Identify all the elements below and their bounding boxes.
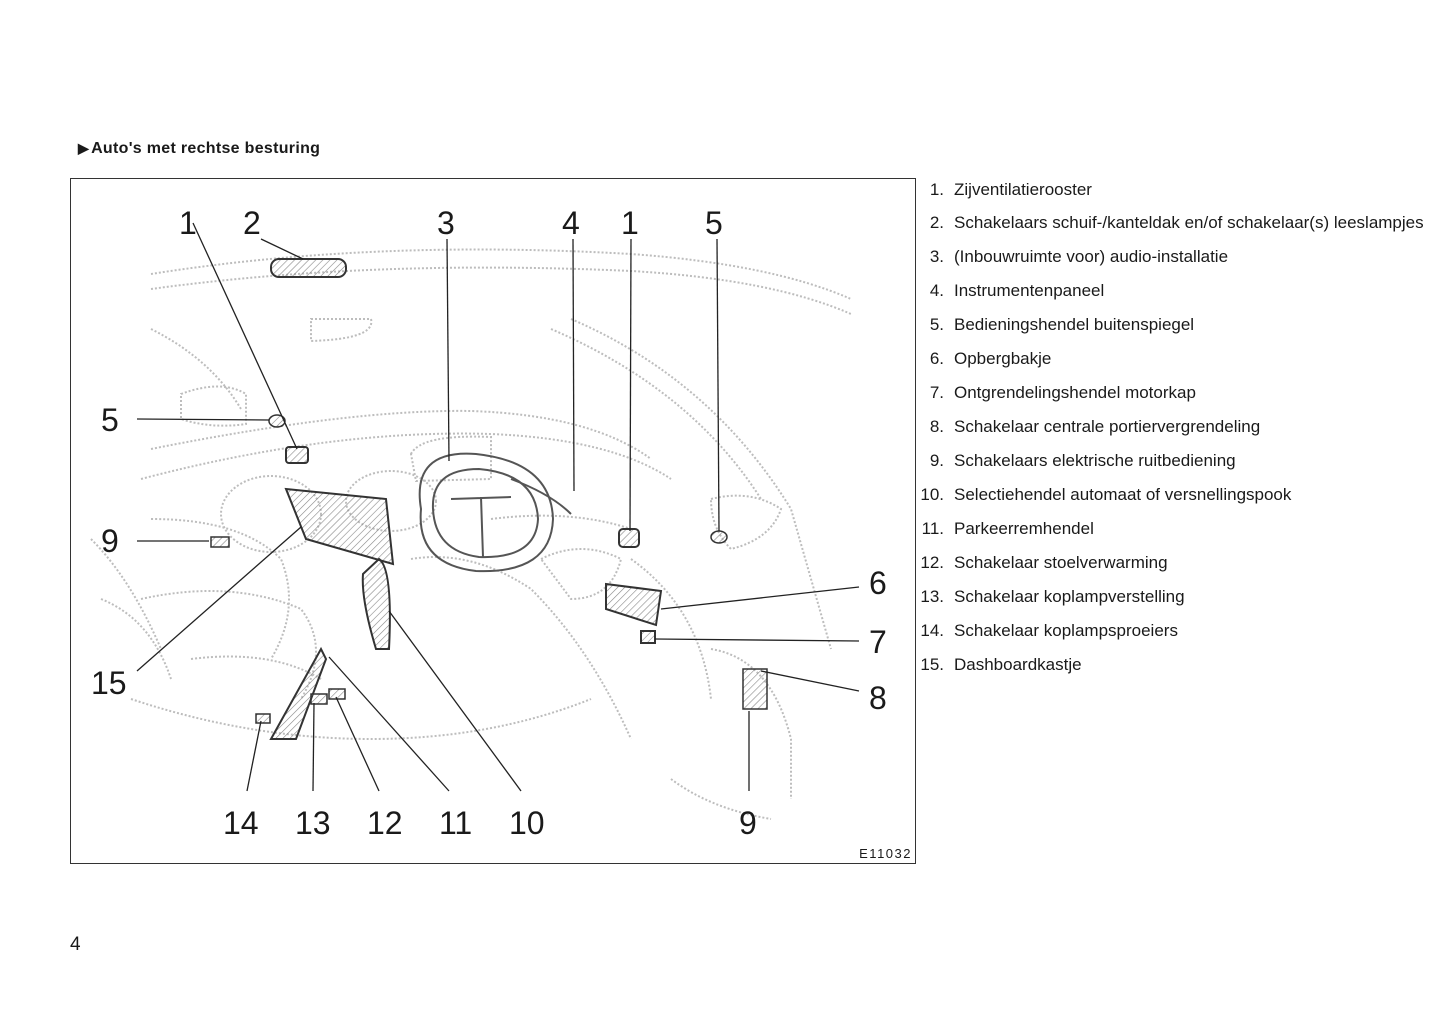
legend-number: 14. — [920, 621, 944, 640]
callout-label: 6 — [869, 565, 887, 601]
legend-number: 15. — [920, 655, 944, 674]
legend-text: Parkeerremhendel — [954, 519, 1094, 538]
callout-label: 7 — [869, 624, 887, 660]
legend-text: Schakelaar centrale portiervergrendeling — [954, 417, 1261, 436]
legend-item: 13. Schakelaar koplampverstelling — [916, 586, 1436, 607]
callout-label: 13 — [295, 805, 331, 841]
callout-label: 2 — [243, 205, 261, 241]
legend-number: 7. — [929, 383, 944, 402]
legend-text: Instrumentenpaneel — [954, 281, 1105, 300]
legend-number: 10. — [920, 485, 944, 504]
callout-label: 8 — [869, 680, 887, 716]
legend-item: 5. Bedieningshendel buitenspiegel — [916, 314, 1436, 335]
legend-text: Bedieningshendel buitenspiegel — [954, 315, 1195, 334]
legend-item: 14. Schakelaar koplampsproeiers — [916, 620, 1436, 641]
page-number: 4 — [70, 934, 81, 955]
legend-number: 5. — [929, 315, 944, 334]
legend-text: Ontgrendelingshendel motorkap — [954, 383, 1196, 402]
callout-label: 9 — [101, 523, 119, 559]
legend-text: Opbergbakje — [954, 349, 1052, 368]
legend-number: 1. — [929, 180, 944, 199]
legend-text: (Inbouwruimte voor) audio-installatie — [954, 247, 1229, 266]
callout-label: 15 — [91, 665, 127, 701]
callout-label: 11 — [439, 805, 473, 841]
triangle-marker-icon: ▶ — [78, 140, 90, 156]
callout-label: 4 — [562, 205, 580, 241]
legend-item: 10. Selectiehendel automaat of versnellin… — [916, 484, 1436, 505]
callout-label: 12 — [367, 805, 403, 841]
legend-item: 8. Schakelaar centrale portiervergrendeli… — [916, 416, 1436, 437]
callout-label: 5 — [705, 205, 723, 241]
callout-label: 14 — [223, 805, 259, 841]
legend-number: 2. — [929, 213, 944, 232]
legend-list: 1. Zijventilatierooster 2. Schakelaars sch… — [916, 178, 1436, 675]
legend-item: 2. Schakelaars schuif-/kanteldak en/of sc… — [916, 212, 1436, 233]
legend-item: 1. Zijventilatierooster — [916, 179, 1436, 200]
section-title-text: Auto's met rechtse besturing — [91, 140, 321, 157]
callout-label: 3 — [437, 205, 455, 241]
legend-text: Schakelaars elektrische ruitbediening — [954, 451, 1236, 470]
legend-item: 15. Dashboardkastje — [916, 654, 1436, 675]
legend-text: Schakelaar koplampverstelling — [954, 587, 1185, 606]
legend-item: 3. (Inbouwruimte voor) audio-installatie — [916, 246, 1436, 267]
legend-text: Zijventilatierooster — [954, 180, 1092, 199]
callout-label: 1 — [621, 205, 639, 241]
dashboard-drawing — [90, 222, 860, 820]
legend-text: Dashboardkastje — [954, 655, 1082, 674]
legend-text: Schakelaar koplampsproeiers — [954, 621, 1178, 640]
legend-text: Schakelaars schuif-/kanteldak en/of scha… — [954, 213, 1424, 232]
legend-number: 3. — [929, 247, 944, 266]
legend-item: 11. Parkeerremhendel — [916, 518, 1436, 539]
legend-text: Schakelaar stoelverwarming — [954, 553, 1168, 572]
legend-number: 9. — [929, 451, 944, 470]
legend-item: 9. Schakelaars elektrische ruitbediening — [916, 450, 1436, 471]
legend-item: 7. Ontgrendelingshendel motorkap — [916, 382, 1436, 403]
legend-item: 6. Opbergbakje — [916, 348, 1436, 369]
callout-label: 1 — [179, 205, 197, 241]
legend-text: Selectiehendel automaat of versnellingsp… — [954, 485, 1292, 504]
legend-number: 13. — [920, 587, 944, 606]
figure-code: E11032 — [859, 846, 912, 861]
legend-number: 4. — [929, 281, 944, 300]
section-title: ▶Auto's met rechtse besturing — [78, 140, 320, 158]
legend-number: 8. — [929, 417, 944, 436]
legend-number: 11. — [921, 519, 944, 538]
callout-label: 9 — [739, 805, 757, 841]
callout-label: 5 — [101, 402, 119, 438]
legend-item: 12. Schakelaar stoelverwarming — [916, 552, 1436, 573]
legend-item: 4. Instrumentenpaneel — [916, 280, 1436, 301]
interior-illustration: 1 2 3 4 1 5 5 9 15 6 7 8 14 13 12 11 10 … — [70, 178, 916, 864]
callout-label: 10 — [509, 805, 545, 841]
legend-number: 6. — [929, 349, 944, 368]
legend-number: 12. — [920, 553, 944, 572]
